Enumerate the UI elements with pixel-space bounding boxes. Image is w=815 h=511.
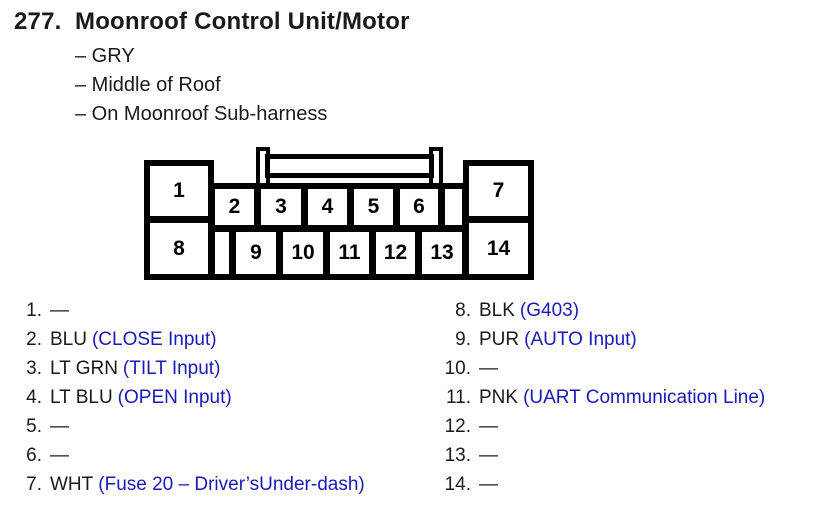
pin-number: 1. <box>26 300 42 321</box>
pin-row: 3. LT GRN(TILT Input) <box>18 354 365 383</box>
pin-cell-label: 1 <box>173 179 185 202</box>
detail-line: – GRY <box>75 45 135 67</box>
pin-number: 6. <box>26 445 42 466</box>
pin-wire-color: — <box>479 445 498 466</box>
pin-row: 5. — <box>18 412 365 441</box>
pin-number: 9. <box>455 329 471 350</box>
connector-pin-9: 9 <box>230 226 282 280</box>
connector-pin-4: 4 <box>302 183 353 231</box>
connector-pin-10: 10 <box>277 226 329 280</box>
pin-wire-color: BLK <box>479 300 515 321</box>
pin-wire-color: BLU <box>50 329 87 350</box>
pin-cell-label: 14 <box>486 236 511 260</box>
connector-pin-1: 1 <box>144 160 214 222</box>
pin-number: 11. <box>445 387 471 408</box>
connector-pin-6: 6 <box>394 183 444 231</box>
page-title: Moonroof Control Unit/Motor <box>75 8 410 35</box>
pin-wire-color: — <box>50 300 69 321</box>
pin-number: 2. <box>26 329 42 350</box>
pin-number: 13. <box>444 445 471 466</box>
pin-note: (UART Communication Line) <box>523 387 766 408</box>
pin-cell-label: 3 <box>275 195 287 218</box>
pin-note: (CLOSE Input) <box>91 329 217 350</box>
detail-line: – Middle of Roof <box>75 74 221 96</box>
pin-cell-label: 12 <box>383 241 408 264</box>
component-details: – GRY – Middle of Roof – On Moonroof Sub… <box>75 42 327 129</box>
detail-line: – On Moonroof Sub-harness <box>75 103 328 125</box>
connector-pin-12: 12 <box>370 226 421 280</box>
connector-latch-bar <box>265 154 434 178</box>
pin-row: 9. PUR(AUTO Input) <box>438 325 765 354</box>
connector-pin-11: 11 <box>324 226 375 280</box>
pin-row: 6. — <box>18 441 365 470</box>
pin-wire-color: — <box>50 416 69 437</box>
pin-row: 1. — <box>18 296 365 325</box>
connector-pin-5: 5 <box>348 183 399 231</box>
pin-legend-right: 8. BLK(G403) 9. PUR(AUTO Input) 10. — 11. PN… <box>438 296 766 499</box>
pin-cell-label: 6 <box>413 195 425 218</box>
pin-number: 12. <box>444 416 471 437</box>
connector-pin-2: 2 <box>209 183 260 231</box>
pin-number: 7. <box>26 474 42 495</box>
pin-wire-color: — <box>50 445 69 466</box>
pin-number: 5. <box>26 416 42 437</box>
pin-note: (OPEN Input) <box>117 387 232 408</box>
pin-row: 7. WHT(Fuse 20 – Driver’sUnder-dash) <box>18 470 365 499</box>
connector-pin-13: 13 <box>416 226 468 280</box>
connector-pin-14: 14 <box>463 217 534 280</box>
pin-cell-label: 8 <box>173 236 185 260</box>
section-number: 277. <box>14 8 62 35</box>
pin-cell-label: 2 <box>228 195 241 218</box>
pin-wire-color: PUR <box>479 329 520 350</box>
pin-cell-label: 9 <box>250 241 262 264</box>
pin-cell-label: 10 <box>291 241 315 264</box>
pin-cell-label: 5 <box>367 195 380 218</box>
pin-note: (Fuse 20 – Driver’sUnder-dash) <box>98 474 365 495</box>
connector-diagram: 1 8 7 14 2 3 4 5 6 9 <box>144 147 534 280</box>
pin-row: 2. BLU(CLOSE Input) <box>18 325 365 354</box>
connector-blank-cell-top <box>439 183 468 231</box>
pin-number: 3. <box>26 358 42 379</box>
pin-cell-label: 7 <box>492 179 505 202</box>
pin-row: 12. — <box>438 412 765 441</box>
pin-note: (TILT Input) <box>122 358 221 379</box>
pin-legend-left: 1. — 2. BLU(CLOSE Input) 3. LT GRN(TILT Inp… <box>18 296 365 499</box>
pin-cell-label: 4 <box>321 195 334 218</box>
pin-row: 14. — <box>438 470 765 499</box>
pin-wire-color: LT BLU <box>50 387 113 408</box>
connector-pin-8: 8 <box>144 217 214 280</box>
connector-pin-3: 3 <box>255 183 307 231</box>
pin-number: 10. <box>444 358 471 379</box>
pin-number: 4. <box>26 387 42 408</box>
pin-row: 8. BLK(G403) <box>438 296 765 325</box>
pin-wire-color: WHT <box>50 474 94 495</box>
pin-cell-label: 13 <box>430 241 454 264</box>
pin-row: 10. — <box>438 354 765 383</box>
pin-wire-color: LT GRN <box>50 358 118 379</box>
pin-note: (AUTO Input) <box>524 329 637 350</box>
pin-wire-color: PNK <box>479 387 519 408</box>
pin-wire-color: — <box>479 416 498 437</box>
pin-row: 11. PNK(UART Communication Line) <box>438 383 765 412</box>
pin-note: (G403) <box>519 300 580 321</box>
pin-wire-color: — <box>479 358 498 379</box>
pin-wire-color: — <box>479 474 498 495</box>
pin-number: 14. <box>444 474 471 495</box>
pin-number: 8. <box>455 300 471 321</box>
pin-row: 13. — <box>438 441 765 470</box>
pin-row: 4. LT BLU(OPEN Input) <box>18 383 365 412</box>
connector-pin-7: 7 <box>463 160 534 222</box>
pin-cell-label: 11 <box>338 241 361 264</box>
